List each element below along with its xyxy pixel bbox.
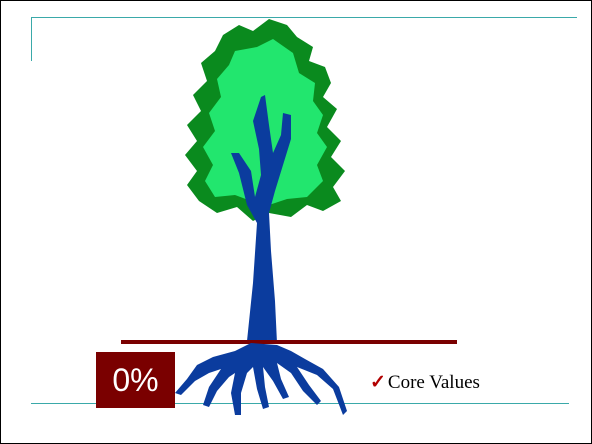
tree-trunk [231, 95, 291, 343]
tree-roots [175, 343, 347, 415]
left-accent-line [31, 17, 32, 61]
core-values-bullet: ✓Core Values [370, 372, 480, 394]
check-icon: ✓ [370, 372, 386, 393]
top-accent-line [31, 17, 577, 18]
core-values-label: Core Values [387, 372, 480, 393]
percent-badge: 0% [96, 352, 175, 408]
ground-line [121, 340, 457, 344]
bottom-accent-line [31, 403, 569, 404]
